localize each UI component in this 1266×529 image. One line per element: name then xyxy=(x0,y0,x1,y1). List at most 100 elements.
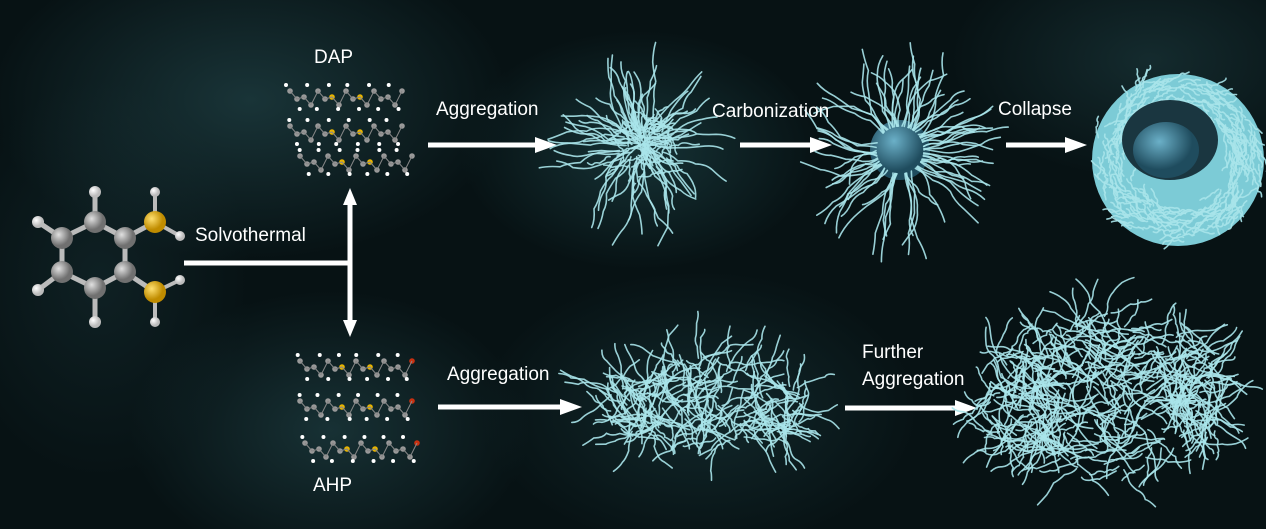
fiber xyxy=(784,428,806,469)
fiber xyxy=(605,359,641,391)
fiber xyxy=(671,385,698,405)
shell-fiber xyxy=(1182,221,1202,237)
fiber xyxy=(785,348,791,387)
fiber xyxy=(1034,446,1086,451)
fiber xyxy=(676,359,692,386)
hydrogen-atom xyxy=(150,187,160,197)
hydrogen-atom xyxy=(362,435,367,439)
hydrogen-atom xyxy=(305,118,310,122)
fiber xyxy=(1115,424,1141,441)
shell-fiber xyxy=(1152,211,1172,225)
fiber xyxy=(717,404,738,440)
fiber xyxy=(651,41,657,122)
shell-fiber xyxy=(1244,159,1250,183)
fiber xyxy=(1217,335,1241,375)
shell-fiber xyxy=(1215,88,1238,96)
shell-fiber xyxy=(1159,229,1181,241)
phenazine-sheet xyxy=(300,435,420,463)
fiber xyxy=(1086,347,1111,388)
shell-fiber xyxy=(1229,167,1241,189)
hydrogen-atom xyxy=(32,284,44,296)
fiber xyxy=(1195,410,1244,433)
fiber xyxy=(1138,447,1175,488)
fiber xyxy=(1036,392,1067,412)
hydrogen-atom xyxy=(405,417,410,421)
fiber xyxy=(665,131,678,155)
fiber xyxy=(744,344,763,372)
fiber xyxy=(613,121,637,134)
fiber xyxy=(765,428,793,452)
fiber xyxy=(643,148,654,174)
shell-fiber xyxy=(1154,79,1169,99)
fiber xyxy=(882,172,896,237)
fiber xyxy=(616,144,640,157)
phenazine-sheet xyxy=(284,83,405,111)
fiber xyxy=(764,394,809,406)
fiber xyxy=(816,82,889,131)
shell-fiber xyxy=(1199,188,1220,201)
fiber xyxy=(1208,377,1230,429)
hydrogen-atom xyxy=(347,377,352,381)
shell-fiber xyxy=(1121,224,1144,231)
shell-fiber xyxy=(1122,197,1141,214)
fiber xyxy=(1034,307,1045,356)
shell-fiber xyxy=(1227,134,1249,143)
fiber xyxy=(597,164,630,230)
fiber xyxy=(1074,449,1116,461)
hydrogen-atom xyxy=(355,142,360,146)
shell-fiber xyxy=(1125,208,1146,223)
shell-fiber xyxy=(1251,152,1259,175)
shell-fiber xyxy=(1221,150,1232,172)
hydrogen-atom xyxy=(326,172,331,176)
fiber xyxy=(1136,335,1167,348)
fiber xyxy=(848,149,877,185)
fiber xyxy=(623,120,633,146)
fiber xyxy=(816,127,878,146)
fiber xyxy=(776,380,797,401)
fiber xyxy=(745,428,777,473)
fiber xyxy=(630,343,678,364)
fiber xyxy=(1130,438,1166,454)
hydrogen-atom xyxy=(365,172,370,176)
fiber xyxy=(695,358,717,388)
fiber xyxy=(652,141,669,162)
fiber xyxy=(1012,352,1047,370)
fiber xyxy=(661,407,691,450)
fiber xyxy=(1098,335,1121,365)
fiber xyxy=(914,98,971,133)
hydrogen-atom xyxy=(401,435,406,439)
fiber xyxy=(739,419,767,427)
fiber xyxy=(669,424,676,455)
shell-fiber xyxy=(1096,156,1102,180)
shell-fiber xyxy=(1229,157,1250,171)
hydrogen-atom xyxy=(376,107,381,111)
hydrogen-atom xyxy=(391,459,396,463)
fiber xyxy=(981,347,1014,374)
shell-fiber xyxy=(1152,228,1176,234)
fiber xyxy=(882,172,897,241)
shell-fiber xyxy=(1241,132,1256,152)
fiber xyxy=(824,167,886,225)
carbon-atom xyxy=(51,227,73,249)
hydrogen-atom xyxy=(411,459,416,463)
shell-fiber xyxy=(1239,200,1248,223)
hydrogen-atom xyxy=(396,107,401,111)
fiber xyxy=(640,416,667,451)
hydrogen-atom xyxy=(354,353,359,357)
fiber xyxy=(765,334,781,381)
fiber xyxy=(907,69,934,129)
bond xyxy=(289,125,403,141)
arrow-further-aggregation xyxy=(845,400,977,416)
fiber xyxy=(689,387,703,419)
fiber xyxy=(1110,380,1131,401)
fiber xyxy=(757,403,784,439)
fiber xyxy=(831,158,879,185)
fiber xyxy=(658,133,736,140)
shell-fiber xyxy=(1103,133,1114,155)
fiber xyxy=(1205,416,1247,450)
fiber xyxy=(645,117,662,139)
shell-fiber xyxy=(1114,112,1131,130)
arrow-carbonization xyxy=(740,137,832,153)
fiber xyxy=(1121,464,1145,482)
hydrogen-atom xyxy=(365,377,370,381)
